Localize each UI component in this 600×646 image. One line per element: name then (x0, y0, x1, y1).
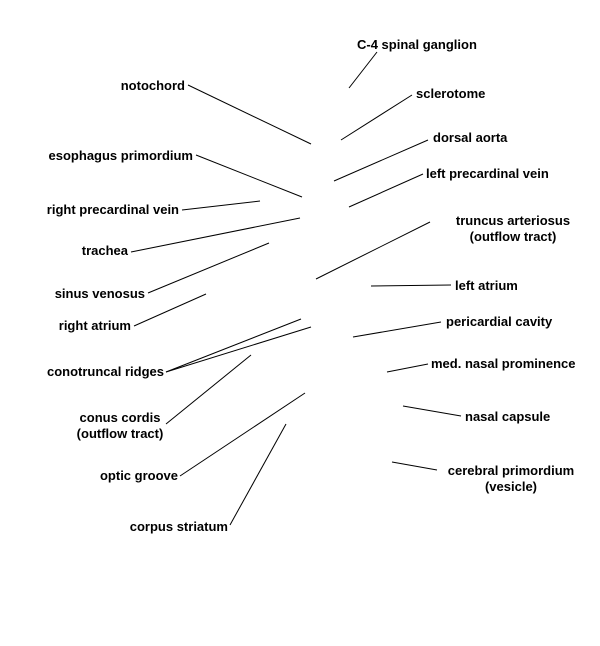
label-left-atrium: left atrium (455, 278, 518, 293)
leader-notochord (187, 84, 312, 145)
label-c4-spinal-ganglion: C-4 spinal ganglion (357, 37, 477, 52)
label-truncus-arteriosus-line1: truncus arteriosus (455, 213, 571, 228)
leader-left-atrium (370, 284, 452, 287)
label-conus-cordis-line2: (outflow tract) (76, 426, 164, 441)
label-conus-cordis-line1: conus cordis (79, 410, 161, 425)
label-cerebral-primordium-line1: cerebral primordium (447, 463, 575, 478)
leader-nasal-capsule (402, 405, 462, 417)
label-med-nasal-prominence: med. nasal prominence (431, 356, 576, 371)
label-cerebral-primordium-line2: (vesicle) (484, 479, 538, 494)
label-left-precardinal-vein: left precardinal vein (426, 166, 549, 181)
leader-conotruncal-ridges-b (165, 326, 312, 373)
label-sinus-venosus: sinus venosus (54, 286, 145, 301)
label-dorsal-aorta: dorsal aorta (433, 130, 508, 145)
leader-cerebral-primordium (391, 461, 438, 471)
leader-sinus-venosus (147, 242, 270, 294)
leader-esophagus-primordium (195, 154, 303, 198)
leader-right-precardinal-vein (181, 200, 261, 211)
leader-corpus-striatum (229, 423, 287, 526)
label-cerebral-primordium: cerebral primordium (vesicle) (426, 463, 596, 495)
label-truncus-arteriosus-line2: (outflow tract) (469, 229, 557, 244)
leader-c4-spinal-ganglion (348, 51, 378, 89)
leader-med-nasal-prominence (386, 363, 429, 373)
label-right-precardinal-vein: right precardinal vein (46, 202, 179, 217)
label-conotruncal-ridges: conotruncal ridges (46, 364, 164, 379)
label-conus-cordis: conus cordis (outflow tract) (60, 410, 180, 442)
label-right-atrium: right atrium (58, 318, 131, 333)
label-pericardial-cavity: pericardial cavity (446, 314, 553, 329)
leader-left-precardinal-vein (348, 173, 424, 208)
label-nasal-capsule: nasal capsule (465, 409, 551, 424)
label-notochord: notochord (120, 78, 185, 93)
leader-pericardial-cavity (352, 321, 442, 338)
label-corpus-striatum: corpus striatum (129, 519, 228, 534)
leader-sclerotome (340, 94, 413, 141)
label-truncus-arteriosus: truncus arteriosus (outflow tract) (424, 213, 600, 245)
label-trachea: trachea (81, 243, 128, 258)
label-optic-groove: optic groove (99, 468, 178, 483)
leader-right-atrium (133, 293, 207, 327)
leader-truncus-arteriosus (315, 221, 431, 280)
leader-trachea (130, 217, 301, 253)
leader-conotruncal-ridges-a (165, 318, 302, 373)
label-sclerotome: sclerotome (416, 86, 486, 101)
leader-conus-cordis (165, 354, 252, 425)
label-esophagus-primordium: esophagus primordium (48, 148, 193, 163)
leader-optic-groove (179, 392, 306, 477)
leader-dorsal-aorta (333, 139, 429, 182)
